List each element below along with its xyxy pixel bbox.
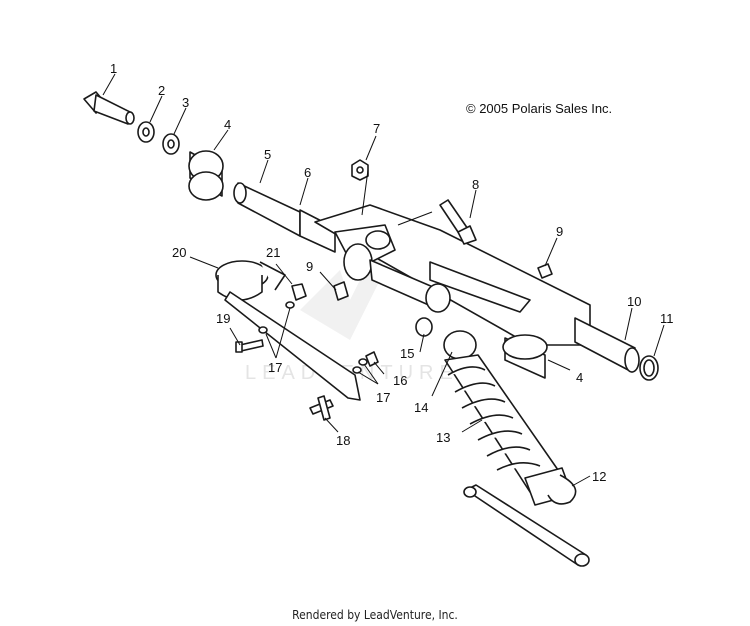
callout-18: 18 — [336, 433, 350, 448]
part-8-bolt — [439, 199, 477, 245]
callout-7: 7 — [373, 121, 380, 136]
callouts: 1 2 3 4 5 6 7 8 9 9 10 11 12 13 14 15 16… — [110, 61, 674, 484]
lower-shaft — [463, 484, 590, 567]
part-9-fitting-2 — [333, 281, 349, 301]
callout-13: 13 — [436, 430, 450, 445]
callout-6: 6 — [304, 165, 311, 180]
part-2-washer — [137, 121, 155, 143]
callout-9b: 9 — [306, 259, 313, 274]
part-12-clip — [547, 474, 577, 505]
callout-4b: 4 — [576, 370, 583, 385]
callout-8: 8 — [472, 177, 479, 192]
callout-17b: 17 — [376, 390, 390, 405]
callout-12: 12 — [592, 469, 606, 484]
part-18-bolt — [309, 395, 334, 421]
copyright-text: © 2005 Polaris Sales Inc. — [466, 101, 613, 116]
part-1-bolt — [83, 91, 135, 125]
callout-19: 19 — [216, 311, 230, 326]
part-20-arm — [215, 260, 361, 401]
part-15-bushing — [415, 317, 433, 337]
footer-text: Rendered by LeadVenture, Inc. — [292, 608, 458, 622]
part-21-nut — [291, 283, 307, 301]
callout-20: 20 — [172, 245, 186, 260]
callout-2: 2 — [158, 83, 165, 98]
part-17-washers — [258, 301, 368, 374]
part-11-ring — [639, 355, 659, 381]
callout-15: 15 — [400, 346, 414, 361]
callout-3: 3 — [182, 95, 189, 110]
part-3-washer — [162, 133, 180, 155]
callout-14: 14 — [414, 400, 428, 415]
callout-17: 17 — [268, 360, 282, 375]
part-4-bushing — [188, 150, 224, 201]
callout-4: 4 — [224, 117, 231, 132]
part-19-bolt — [235, 339, 264, 353]
callout-11: 11 — [660, 311, 674, 326]
callout-5: 5 — [264, 147, 271, 162]
callout-1: 1 — [110, 61, 117, 76]
callout-21: 21 — [266, 245, 280, 260]
callout-16: 16 — [393, 373, 407, 388]
leader-lines — [102, 73, 665, 487]
callout-9: 9 — [556, 224, 563, 239]
part-9-fitting — [537, 263, 553, 279]
part-4-bushing-lower — [502, 334, 548, 379]
swing-arm — [314, 204, 640, 373]
part-7-nut — [351, 159, 369, 181]
part-5-6-pivot-shaft — [233, 182, 336, 253]
callout-10: 10 — [627, 294, 641, 309]
